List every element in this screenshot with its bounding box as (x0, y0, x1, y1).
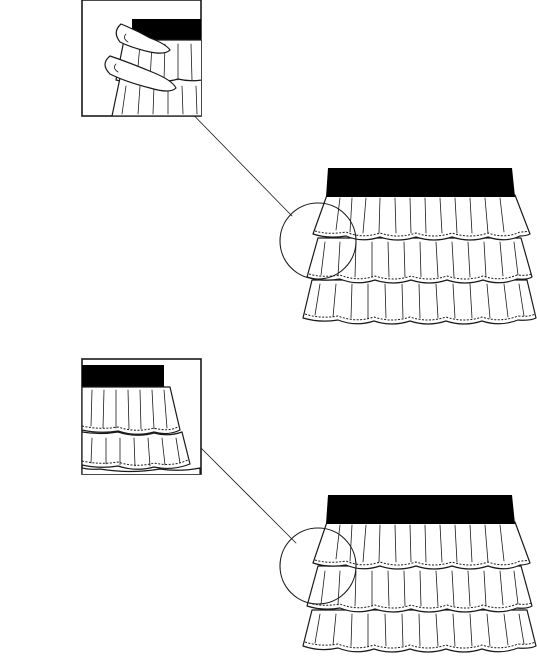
finger-upper (115, 23, 171, 54)
finger-lower (104, 55, 177, 92)
bottom-magnifier-circle (279, 527, 357, 605)
bottom-waistband (326, 495, 515, 524)
top-skirt (302, 168, 537, 325)
top-zoom-box (81, 0, 202, 117)
top-panel (81, 0, 537, 325)
top-magnifier-circle (279, 202, 357, 280)
top-waistband (326, 168, 515, 197)
bottom-zoom-box (81, 358, 202, 475)
bottom-skirt (302, 495, 537, 653)
bottom-panel (81, 358, 537, 653)
